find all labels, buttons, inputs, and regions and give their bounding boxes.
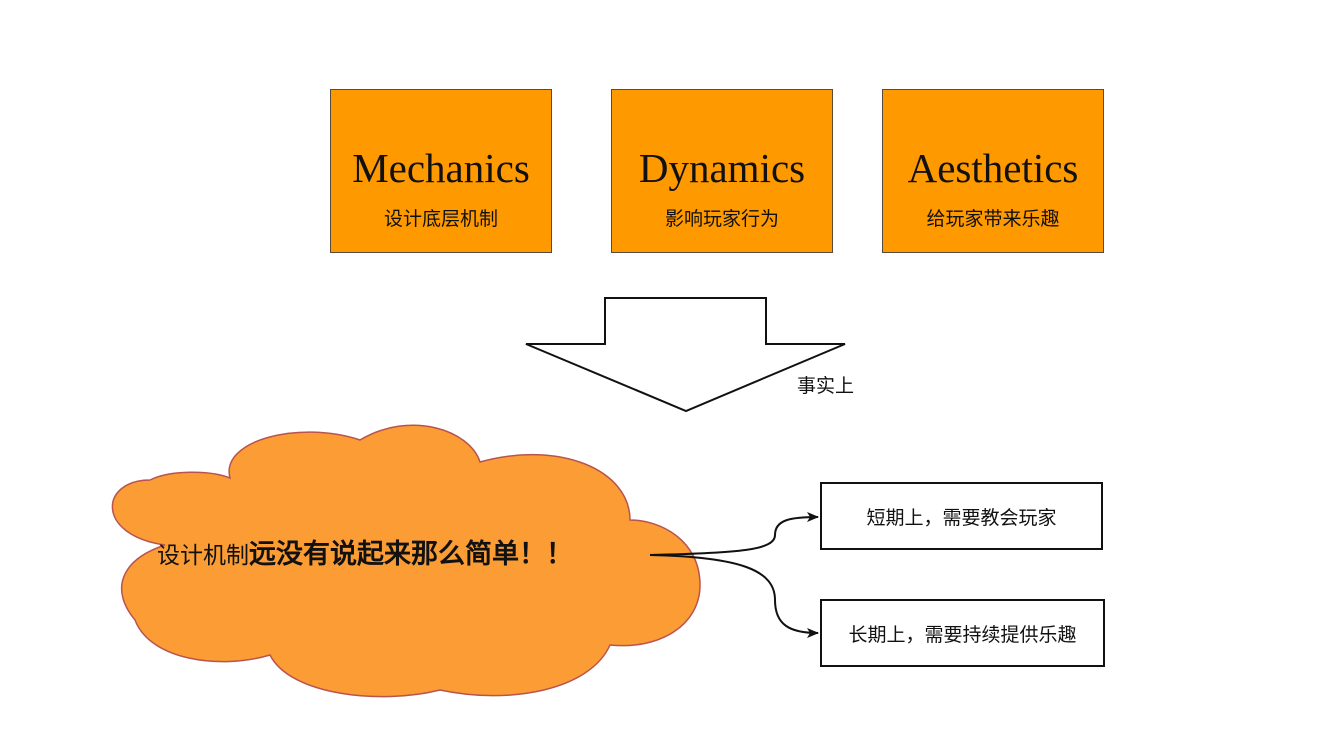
dynamics-box: Dynamics 影响玩家行为 bbox=[611, 89, 833, 253]
short-term-label: 短期上，需要教会玩家 bbox=[866, 506, 1057, 529]
mechanics-box: Mechanics 设计底层机制 bbox=[330, 89, 552, 253]
aesthetics-subtitle: 给玩家带来乐趣 bbox=[926, 208, 1060, 230]
arrow-label: 事实上 bbox=[797, 375, 855, 397]
dynamics-subtitle: 影响玩家行为 bbox=[664, 208, 779, 230]
short-term-box: 短期上，需要教会玩家 bbox=[820, 482, 1103, 550]
mechanics-title: Mechanics bbox=[352, 145, 530, 191]
cloud-text-regular: 设计机制 bbox=[157, 543, 249, 569]
connector-long-term bbox=[649, 554, 819, 638]
down-arrow-shape bbox=[525, 297, 846, 413]
mechanics-subtitle: 设计底层机制 bbox=[383, 208, 498, 230]
cloud-shape bbox=[111, 424, 701, 698]
long-term-label: 长期上，需要持续提供乐趣 bbox=[848, 623, 1077, 646]
dynamics-title: Dynamics bbox=[638, 145, 806, 191]
aesthetics-title: Aesthetics bbox=[907, 145, 1079, 191]
connector-short-term bbox=[649, 512, 819, 556]
long-term-box: 长期上，需要持续提供乐趣 bbox=[820, 599, 1105, 667]
cloud-text: 设计机制远没有说起来那么简单！！ bbox=[157, 541, 573, 568]
cloud-text-bold: 远没有说起来那么简单！！ bbox=[249, 539, 573, 570]
aesthetics-box: Aesthetics 给玩家带来乐趣 bbox=[882, 89, 1104, 253]
